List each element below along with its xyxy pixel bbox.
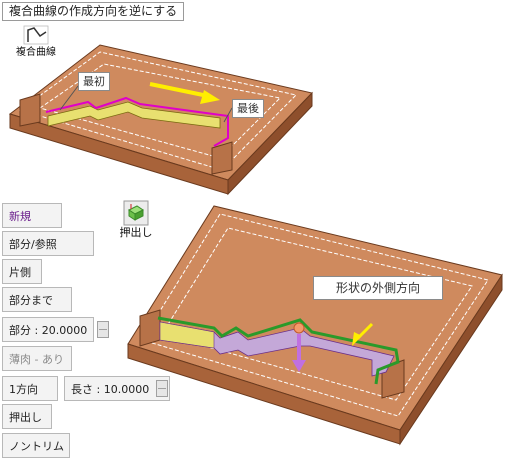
part-ref-button[interactable]: 部分/参照 [2,231,94,256]
new-button[interactable]: 新規 [2,203,62,228]
extrude-button[interactable]: 押出し [2,404,52,429]
composite-curve-tool[interactable]: 複合曲線 [6,24,66,66]
top-plate-right [227,91,313,196]
leader-start [59,85,79,111]
top-wall-rim [18,51,297,171]
composite-curve-icon [23,25,49,45]
outer-direction-note: 形状の外側方向 [313,276,443,300]
top-yellow-arrow-shaft [149,82,209,98]
extrude-icon [123,200,149,226]
bottom-model [127,205,503,446]
callout-end: 最後 [232,99,264,118]
bottom-plate-right [399,273,503,446]
page-title: 複合曲線の作成方向を逆にする [2,2,185,21]
one-side-button[interactable]: 片側 [2,259,42,284]
bottom-purple-strip [159,321,395,377]
part-until-button[interactable]: 部分まで [2,287,72,312]
extrude-tool[interactable]: 押出し [110,200,162,248]
outward-arrow-head [352,332,362,346]
extrude-tool-label: 押出し [119,226,153,239]
bottom-green-path [157,316,400,385]
part-value-button[interactable]: 部分 : 20.0000 [2,317,94,342]
top-yellow-arrow-head [200,90,220,104]
top-model [8,44,313,196]
one-direction-button[interactable]: 1方向 [2,376,58,401]
thin-wall-button[interactable]: 薄肉 - あり [2,346,72,371]
bottom-plate [127,205,503,431]
top-left-post [19,93,41,127]
bottom-left-post [139,309,161,347]
length-value-button[interactable]: 長さ : 10.0000 [64,376,170,401]
leader-end [223,107,233,123]
extrude-origin-point [293,322,305,334]
no-trim-button[interactable]: ノントリム [2,433,70,458]
part-value-stepper[interactable] [97,321,109,338]
bottom-wall-rim [141,213,489,417]
bottom-yellow-face [159,321,215,349]
extrude-arrow-head [292,360,306,372]
top-yellow-strip [47,101,221,129]
bottom-inner-rim [161,227,473,401]
composite-curve-label: 複合曲線 [16,47,56,58]
callout-start: 最初 [78,72,110,91]
top-right-post [211,141,233,175]
length-value-stepper[interactable] [156,380,168,397]
top-magenta-path [45,96,229,147]
